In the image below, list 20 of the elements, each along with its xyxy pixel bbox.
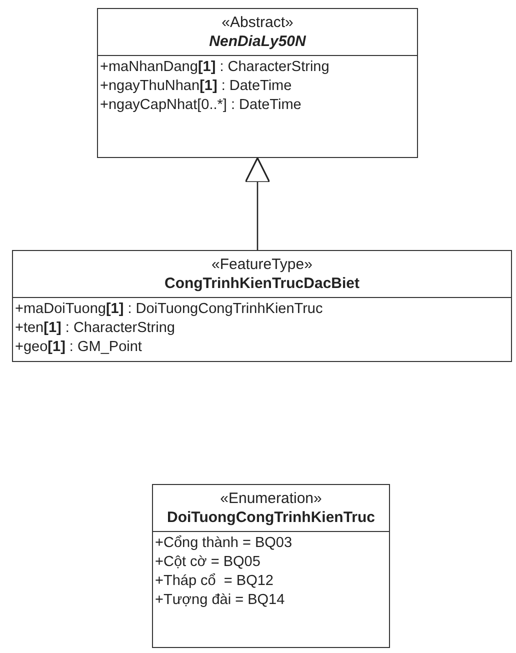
attribute: +Cổng thành = BQ03 <box>155 534 294 553</box>
stereotype: «FeatureType» <box>212 255 312 274</box>
class-name: NenDiaLy50N <box>209 32 306 51</box>
class-name: CongTrinhKienTrucDacBiet <box>164 274 360 293</box>
attribute: +ten[1] : CharacterString <box>15 319 176 338</box>
attribute: +Cột cờ = BQ05 <box>155 553 262 572</box>
attribute: +maNhanDang[1] : CharacterString <box>100 58 330 77</box>
class-box <box>152 484 390 648</box>
attribute: +ngayThuNhan[1] : DateTime <box>100 77 293 96</box>
attribute: +Tháp cổ = BQ12 <box>155 572 274 591</box>
class-name: DoiTuongCongTrinhKienTruc <box>166 508 376 527</box>
attribute: +ngayCapNhat[0..*] : DateTime <box>100 96 302 115</box>
class-box <box>97 8 418 158</box>
attribute: +geo[1] : GM_Point <box>15 338 143 357</box>
class-box <box>12 250 512 362</box>
generalization-arrow <box>244 157 270 250</box>
stereotype: «Enumeration» <box>220 489 322 508</box>
attribute: +maDoiTuong[1] : DoiTuongCongTrinhKienTruc <box>15 300 324 319</box>
attribute: +Tượng đài = BQ14 <box>155 591 286 610</box>
stereotype: «Abstract» <box>222 13 294 32</box>
